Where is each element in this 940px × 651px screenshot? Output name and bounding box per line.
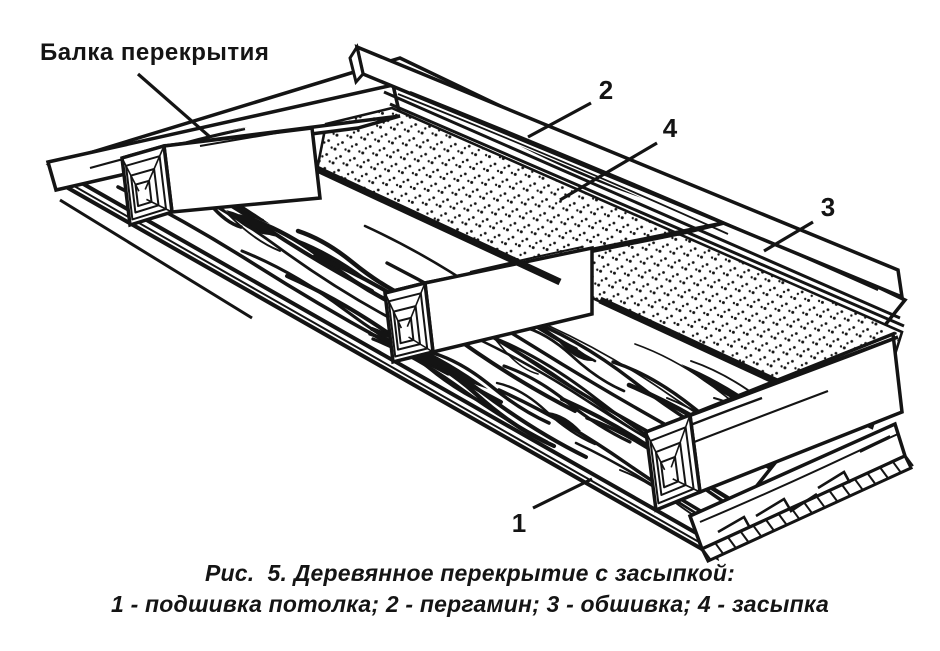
leader-beam-label <box>136 72 212 139</box>
glassine-layer-edge <box>383 90 905 328</box>
beam-label: Балка перекрытия <box>40 39 269 66</box>
sheathing-plank-top <box>348 43 905 300</box>
callout-4: 4 <box>663 113 678 143</box>
figure-caption-title: Рис. 5. Деревянное перекрытие с засыпкой… <box>204 560 736 586</box>
figure-caption-legend: 1 - подшивка потолка; 2 - пергамин; 3 - … <box>111 591 829 617</box>
beam-end-grain <box>121 145 701 505</box>
figure-caption: Рис. 5. Деревянное перекрытие с засыпкой… <box>0 558 940 620</box>
board-grain <box>699 433 899 534</box>
backfill-shadow-line <box>315 165 790 391</box>
ceiling-board-right <box>687 421 914 563</box>
leader-callout-1 <box>532 477 593 510</box>
leader-lines <box>136 72 814 510</box>
leader-callout-4 <box>559 141 658 202</box>
board-edge-hatching <box>702 455 914 560</box>
callout-2: 2 <box>599 75 613 105</box>
leader-callout-2 <box>527 101 592 139</box>
leader-callout-3 <box>763 220 814 253</box>
callout-3: 3 <box>821 192 835 222</box>
callout-1: 1 <box>512 508 526 538</box>
